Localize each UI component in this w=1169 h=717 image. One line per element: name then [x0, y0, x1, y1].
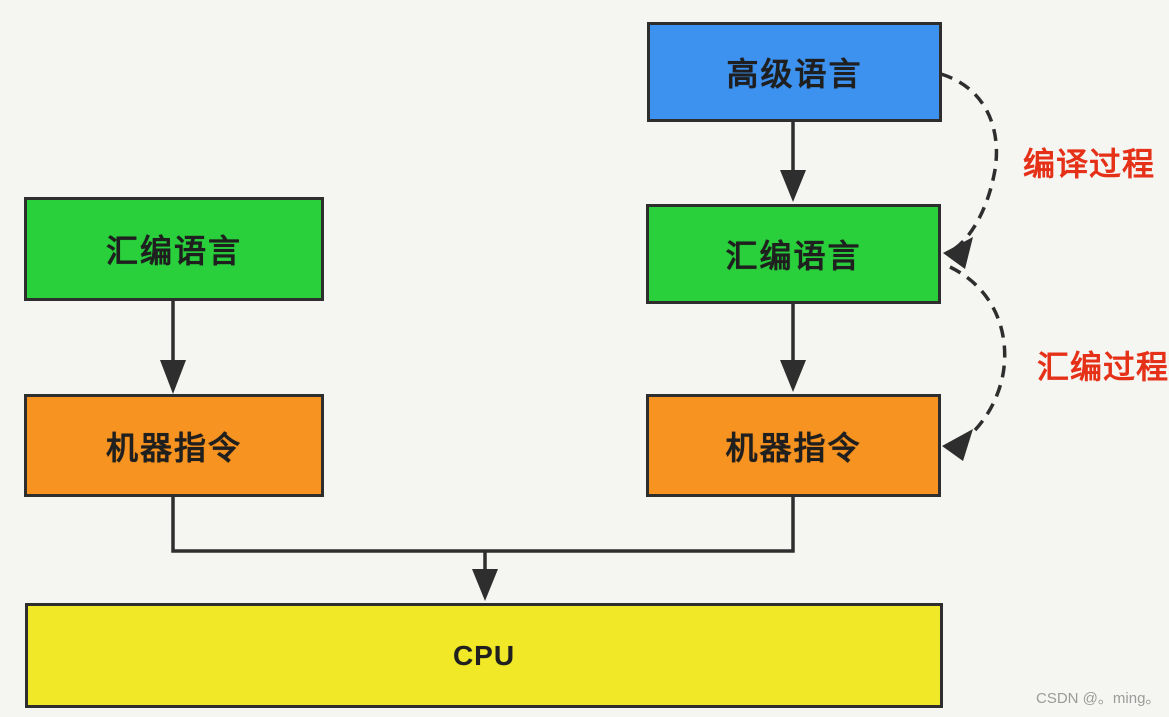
- label-assemble-process: 汇编过程: [1037, 349, 1169, 385]
- box-assembly-language-left: 汇编语言: [24, 197, 324, 301]
- arrowhead-left-machine: [160, 360, 186, 394]
- box-high-level-language: 高级语言: [647, 22, 942, 122]
- label-compile-process: 编译过程: [1023, 146, 1156, 182]
- box-machine-instructions-left: 机器指令: [24, 394, 324, 497]
- dashed-curve-compile-process: [940, 72, 999, 252]
- merge-connector-line: [171, 497, 795, 553]
- arrowhead-cpu: [472, 569, 498, 601]
- arrowhead-assemble-curve: [942, 429, 973, 461]
- arrowhead-right-machine: [780, 360, 806, 392]
- arrowhead-right-asm: [780, 170, 806, 202]
- box-cpu: CPU: [25, 603, 943, 708]
- csdn-watermark: CSDN @。ming。: [1036, 690, 1161, 707]
- box-assembly-language-right: 汇编语言: [646, 204, 941, 304]
- arrowhead-compile-curve: [943, 237, 973, 269]
- box-machine-instructions-right: 机器指令: [646, 394, 941, 497]
- dashed-curve-assemble-process: [949, 265, 1007, 448]
